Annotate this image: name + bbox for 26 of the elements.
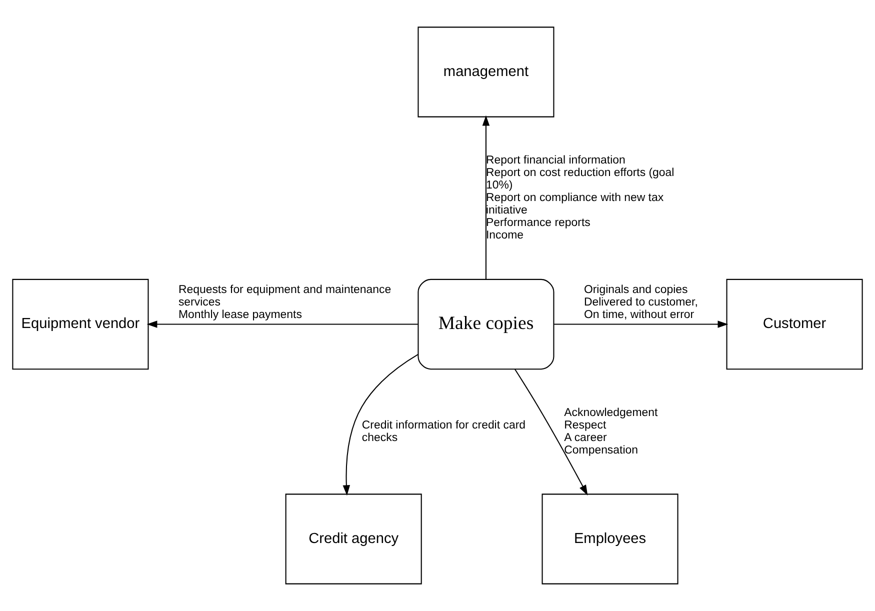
arrow	[554, 320, 728, 328]
edge-label: Requests for equipment and maintenance services	[178, 284, 392, 308]
arrow	[342, 354, 418, 496]
edge-label: Report on cost reduction efforts (goal 10%)	[486, 167, 674, 192]
edge-label: Delivered to customer,	[584, 296, 698, 308]
edge-label: Report on compliance with new tax initiative	[486, 192, 664, 217]
node-box: Make copies	[418, 278, 554, 370]
node-box: Employees	[542, 494, 678, 584]
node-box: Equipment vendor	[12, 278, 149, 370]
arrow	[146, 320, 418, 328]
node-box: Customer	[726, 278, 863, 370]
edge-label: Income	[486, 230, 524, 242]
edge-label: Monthly lease payments	[178, 308, 302, 321]
edge-label: Acknowledgement	[564, 406, 658, 419]
edge-label: Compensation	[564, 444, 638, 456]
edge-label: Originals and copies	[584, 284, 688, 296]
node-box: management	[418, 26, 554, 118]
arrow	[514, 368, 588, 496]
edge-label: On time, without error	[584, 308, 694, 321]
arrow	[482, 115, 490, 280]
edge-label: Performance reports	[486, 217, 590, 230]
edge-label: Credit information for credit card checks	[362, 419, 526, 444]
edge-label: A career	[564, 432, 607, 444]
edge-label: Respect	[564, 419, 606, 432]
node-box: Credit agency	[285, 494, 422, 584]
edge-label: Report financial information	[486, 154, 626, 167]
